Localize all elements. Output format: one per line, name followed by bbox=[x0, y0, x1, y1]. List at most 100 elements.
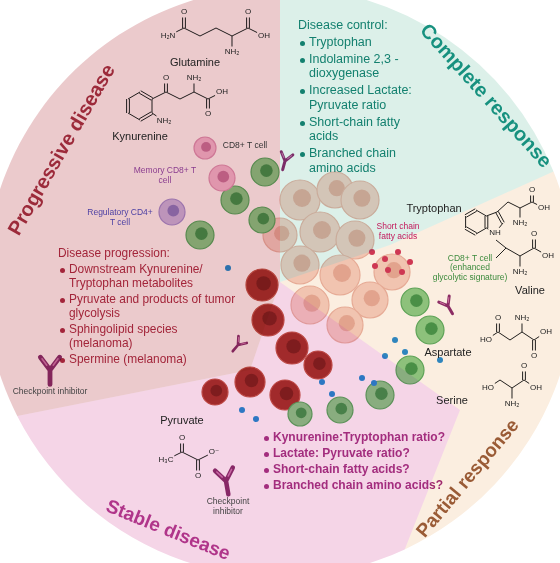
antibody-highlight bbox=[42, 359, 58, 365]
atom-label: NH₂ bbox=[513, 219, 528, 228]
cell-nucleus bbox=[286, 339, 300, 353]
atom-label: NH₂ bbox=[513, 268, 528, 277]
cell-body bbox=[304, 351, 332, 379]
chemical-bond bbox=[465, 209, 475, 215]
chemical-bond bbox=[510, 332, 522, 340]
cell-nucleus bbox=[405, 362, 418, 375]
chemical-bond bbox=[535, 239, 536, 248]
atom-label: O bbox=[495, 314, 501, 323]
cell bbox=[341, 181, 379, 219]
atom-label: HO bbox=[482, 384, 494, 393]
cell-body bbox=[276, 332, 308, 364]
cell bbox=[235, 367, 265, 397]
atom-label: NH₂ bbox=[505, 400, 520, 409]
sector-fill bbox=[0, 0, 280, 416]
chemical-bond bbox=[486, 212, 497, 216]
chemical-bond bbox=[194, 92, 208, 99]
metabolite-dot bbox=[319, 379, 325, 385]
cell-body bbox=[336, 221, 374, 259]
chemical-bond bbox=[166, 92, 180, 99]
cell-body bbox=[288, 402, 312, 426]
cell-nucleus bbox=[245, 374, 259, 388]
cell-nucleus bbox=[348, 230, 365, 247]
atom-label: OH bbox=[542, 252, 554, 261]
chemical-bond bbox=[152, 113, 156, 116]
cell-label: Memory CD8+ T cell bbox=[129, 166, 201, 185]
chemical-bond bbox=[493, 332, 498, 335]
atom-label: OH bbox=[530, 384, 542, 393]
chemical-bond bbox=[126, 99, 127, 113]
atom-label: NH bbox=[489, 229, 501, 238]
cell-body bbox=[327, 397, 353, 423]
chemical-bond bbox=[521, 323, 522, 332]
metabolite-dot bbox=[407, 259, 413, 265]
chemical-bond bbox=[208, 95, 215, 99]
chemical-bond bbox=[524, 380, 529, 383]
chemical-bond bbox=[465, 229, 475, 235]
cell bbox=[251, 158, 279, 186]
cell-body bbox=[396, 356, 424, 384]
atom-label: O bbox=[529, 186, 535, 195]
cell-body bbox=[159, 199, 185, 225]
metabolite-dot bbox=[382, 353, 388, 359]
chemical-bond bbox=[466, 211, 476, 217]
chemical-bond bbox=[532, 202, 537, 205]
chemical-bond bbox=[498, 332, 510, 340]
cell-nucleus bbox=[274, 226, 289, 241]
atom-label: OH bbox=[540, 328, 552, 337]
metabolite-dot bbox=[369, 249, 375, 255]
chemical-bond bbox=[141, 91, 153, 98]
atom-label: H₃C bbox=[159, 456, 174, 465]
atom-label: HO bbox=[480, 336, 492, 345]
cell bbox=[416, 316, 444, 344]
cell bbox=[304, 351, 332, 379]
list-item: Branched chain amino acids bbox=[298, 146, 420, 176]
atom-label: O bbox=[181, 8, 187, 17]
chemical-bond bbox=[497, 202, 508, 212]
chemical-bond bbox=[152, 92, 166, 99]
atom-label: O bbox=[179, 434, 185, 443]
cell-nucleus bbox=[375, 387, 388, 400]
cell-nucleus bbox=[296, 407, 307, 418]
chemical-bond bbox=[512, 380, 524, 388]
chemical-bond bbox=[496, 248, 506, 258]
cell-body bbox=[341, 181, 379, 219]
chemical-bond bbox=[519, 256, 520, 267]
chemical-bond bbox=[176, 28, 184, 32]
cell bbox=[291, 286, 329, 324]
chemical-bond bbox=[508, 202, 520, 208]
chemical-bond bbox=[530, 195, 531, 202]
chemical-bond bbox=[465, 216, 466, 228]
cell-body bbox=[235, 367, 265, 397]
cell-body bbox=[186, 221, 214, 249]
cell-nucleus bbox=[210, 385, 222, 397]
chemical-bond bbox=[487, 216, 488, 228]
chemical-bond bbox=[522, 371, 523, 380]
cell-nucleus bbox=[262, 311, 276, 325]
cell-body bbox=[366, 381, 394, 409]
cell-label: Checkpoint inhibitor bbox=[13, 387, 88, 397]
chemical-bond bbox=[200, 28, 216, 36]
chemical-bond bbox=[511, 388, 512, 399]
chemical-bond bbox=[535, 340, 536, 351]
chemical-bond bbox=[496, 240, 506, 248]
molecule-name: Glutamine bbox=[170, 56, 220, 68]
cell-body bbox=[249, 207, 275, 233]
chemical-bond bbox=[139, 112, 151, 119]
cell-body bbox=[416, 316, 444, 344]
metabolite-dot bbox=[371, 380, 377, 386]
cell bbox=[246, 269, 278, 301]
list-item: Kynurenine:Tryptophan ratio? bbox=[262, 430, 452, 444]
molecule-name: Aspartate bbox=[424, 346, 471, 358]
chemical-bond bbox=[128, 113, 140, 120]
chemical-bond bbox=[500, 380, 512, 388]
cell-nucleus bbox=[195, 227, 208, 240]
cell-body bbox=[291, 286, 329, 324]
atom-label: OH bbox=[258, 32, 270, 41]
chemical-bond bbox=[533, 195, 534, 202]
cell bbox=[327, 307, 363, 343]
chemical-bond bbox=[519, 208, 520, 218]
metabolite-dot bbox=[253, 416, 259, 422]
sector-list: Disease control:TryptophanIndolamine 2,3… bbox=[298, 18, 420, 178]
chemical-bond bbox=[141, 114, 153, 121]
